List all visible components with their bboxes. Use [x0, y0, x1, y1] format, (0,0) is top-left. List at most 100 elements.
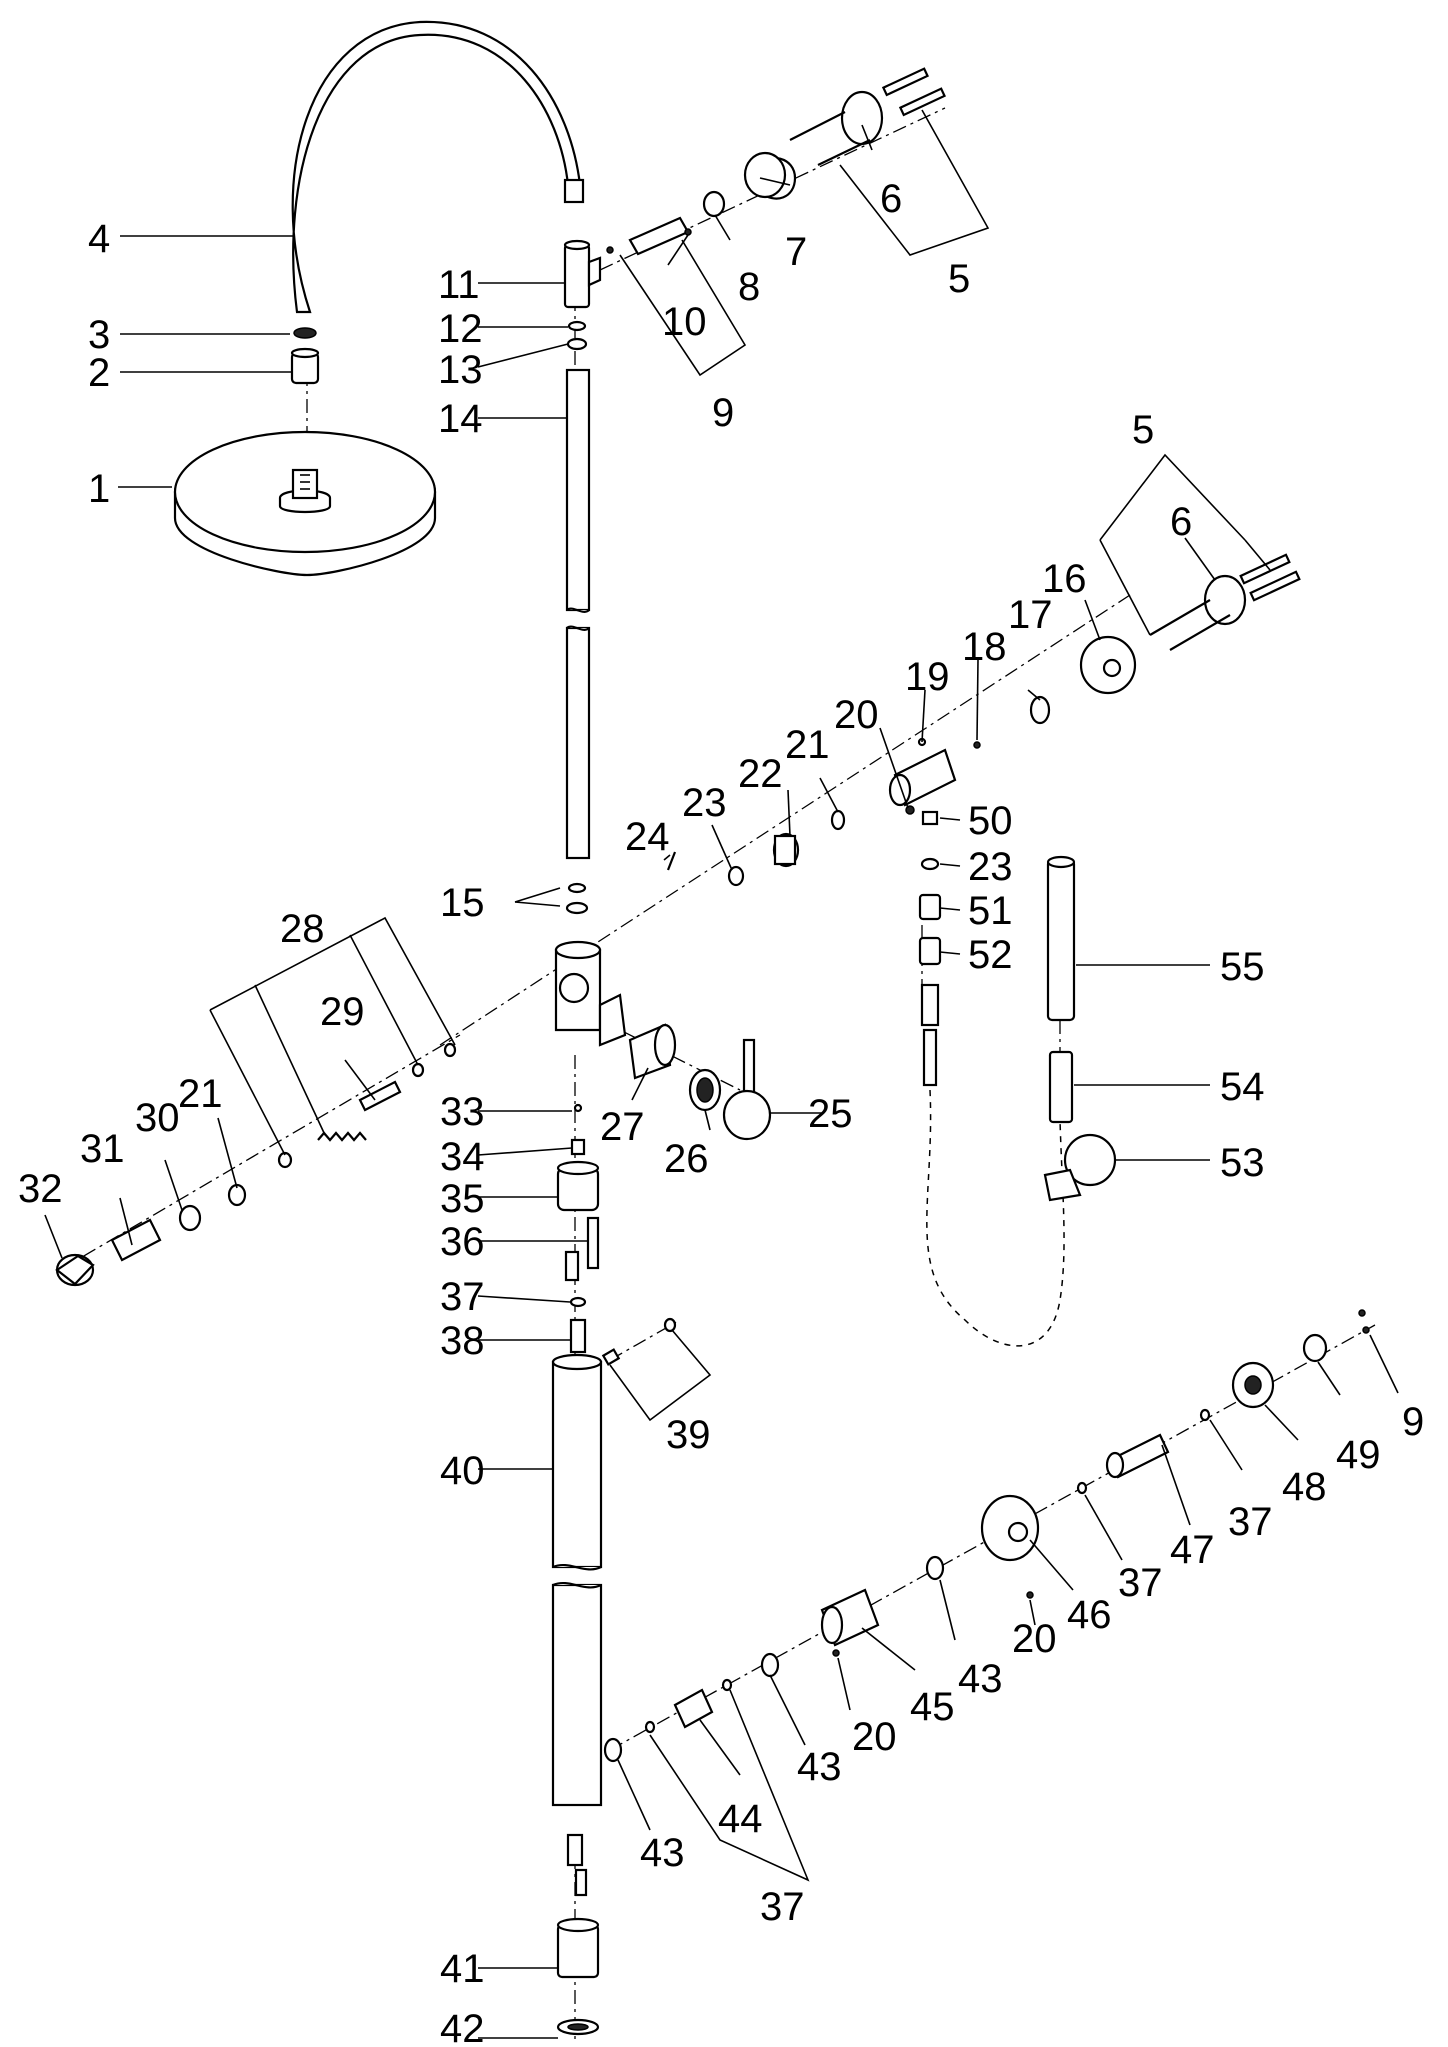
screw-9-top: [606, 246, 614, 254]
cartridge-44: [673, 1688, 714, 1729]
callout-label-c53: 53: [1220, 1141, 1265, 1185]
nut-51: [918, 893, 942, 921]
callout-label-c37b: 37: [1228, 1500, 1273, 1544]
callout-label-c20a: 20: [834, 693, 879, 737]
callout-label-c37d: 37: [760, 1885, 805, 1929]
washer-3: [293, 327, 317, 339]
callout-label-c6a: 6: [880, 177, 902, 221]
callout-label-c38: 38: [440, 1319, 485, 1363]
holder-53: [1043, 1133, 1117, 1202]
mixer-body: [554, 940, 627, 1047]
callout-label-c37a: 37: [440, 1275, 485, 1319]
knob-49: [1302, 1333, 1328, 1363]
callout-label-c42: 42: [440, 2007, 485, 2047]
o-rings-15: [565, 882, 589, 915]
screws-5-top: [789, 67, 946, 166]
callout-label-c23a: 23: [682, 781, 727, 825]
callout-label-c31: 31: [80, 1127, 125, 1171]
callout-label-c49: 49: [1336, 1433, 1381, 1477]
callout-label-c16: 16: [1042, 557, 1087, 601]
rosette-16: [1079, 635, 1137, 695]
adapter-35: [556, 1160, 600, 1212]
leader-lines: [44, 109, 1399, 2039]
callout-label-c43a: 43: [958, 1657, 1003, 1701]
cartridge-31: [110, 1218, 162, 1262]
screws-9-lower: [1358, 1309, 1370, 1334]
callout-label-c24: 24: [625, 815, 670, 859]
callout-label-c15: 15: [440, 881, 485, 925]
callout-label-c8: 8: [738, 265, 760, 309]
callout-label-c9a: 9: [712, 391, 734, 435]
callout-label-c46: 46: [1067, 1593, 1112, 1637]
part-34: [570, 1138, 586, 1156]
shower-head-1: [173, 430, 437, 577]
hose-nut-54: [1048, 1050, 1074, 1124]
nut-50: [921, 810, 939, 826]
callout-label-c36: 36: [440, 1220, 485, 1264]
callout-label-c43c: 43: [640, 1831, 685, 1875]
ring-8: [702, 190, 726, 218]
cartridge-22: [772, 832, 800, 868]
callout-label-c37c: 37: [1118, 1561, 1163, 1605]
callout-label-c48: 48: [1282, 1465, 1327, 1509]
callout-label-c14: 14: [438, 397, 483, 441]
washer-37-d: [1199, 1408, 1211, 1422]
callout-label-c12: 12: [438, 307, 483, 351]
callout-label-c51: 51: [968, 889, 1013, 933]
washer-23-hose: [920, 857, 940, 871]
housing-45: [820, 1588, 880, 1657]
elbow-11: [563, 239, 602, 309]
ball-18: [973, 741, 981, 749]
screws-39: [601, 1317, 677, 1366]
callout-label-c2: 2: [88, 351, 110, 395]
callout-label-c23b: 23: [968, 845, 1013, 889]
rosette-46: [980, 1494, 1040, 1599]
callout-label-c47: 47: [1170, 1528, 1215, 1572]
cap-42: [556, 2018, 600, 2036]
spring-28: [317, 1131, 367, 1142]
spindle-36: [564, 1216, 600, 1282]
callout-label-c20b: 20: [1012, 1617, 1057, 1661]
hose-fitting: [920, 983, 940, 1087]
callout-label-c7: 7: [785, 230, 807, 274]
callout-label-c22: 22: [738, 752, 783, 796]
washer-37-lower: [644, 1720, 656, 1734]
washer-28c: [443, 1042, 457, 1058]
callout-label-c45: 45: [910, 1685, 955, 1729]
hose: [926, 1089, 1065, 1347]
washer-37: [569, 1296, 587, 1308]
callout-label-c10: 10: [662, 300, 707, 344]
washer-37-b: [721, 1678, 733, 1692]
cap-32: [55, 1253, 95, 1287]
part-33: [573, 1103, 583, 1113]
callout-label-c26: 26: [664, 1137, 709, 1181]
callout-label-c33: 33: [440, 1090, 485, 1134]
washer-28b: [411, 1062, 425, 1078]
ring-30: [178, 1204, 202, 1232]
lever-25: [722, 1038, 772, 1141]
connector-2: [290, 347, 320, 385]
cartridge-47: [1105, 1433, 1170, 1479]
rosette-7: [743, 151, 797, 200]
callout-label-c27: 27: [600, 1105, 645, 1149]
callout-label-c41: 41: [440, 1947, 485, 1991]
callout-label-c21a: 21: [785, 723, 830, 767]
spindle-29: [358, 1080, 402, 1112]
callout-label-c34: 34: [440, 1135, 485, 1179]
callout-label-c54: 54: [1220, 1065, 1265, 1109]
lower-spindle: [566, 1833, 588, 1897]
arm-4: [291, 20, 585, 314]
callout-label-c50: 50: [968, 799, 1013, 843]
o-ring-43b: [760, 1652, 780, 1678]
callout-label-c6b: 6: [1170, 500, 1192, 544]
callout-label-c28: 28: [280, 907, 325, 951]
o-ring-43c: [925, 1555, 945, 1581]
nut-48: [1231, 1361, 1275, 1409]
cap-41: [556, 1917, 600, 1979]
callout-label-c21b: 21: [178, 1072, 223, 1116]
callout-label-c3: 3: [88, 313, 110, 357]
callout-label-c17: 17: [1008, 593, 1053, 637]
callout-label-c44: 44: [718, 1797, 763, 1841]
